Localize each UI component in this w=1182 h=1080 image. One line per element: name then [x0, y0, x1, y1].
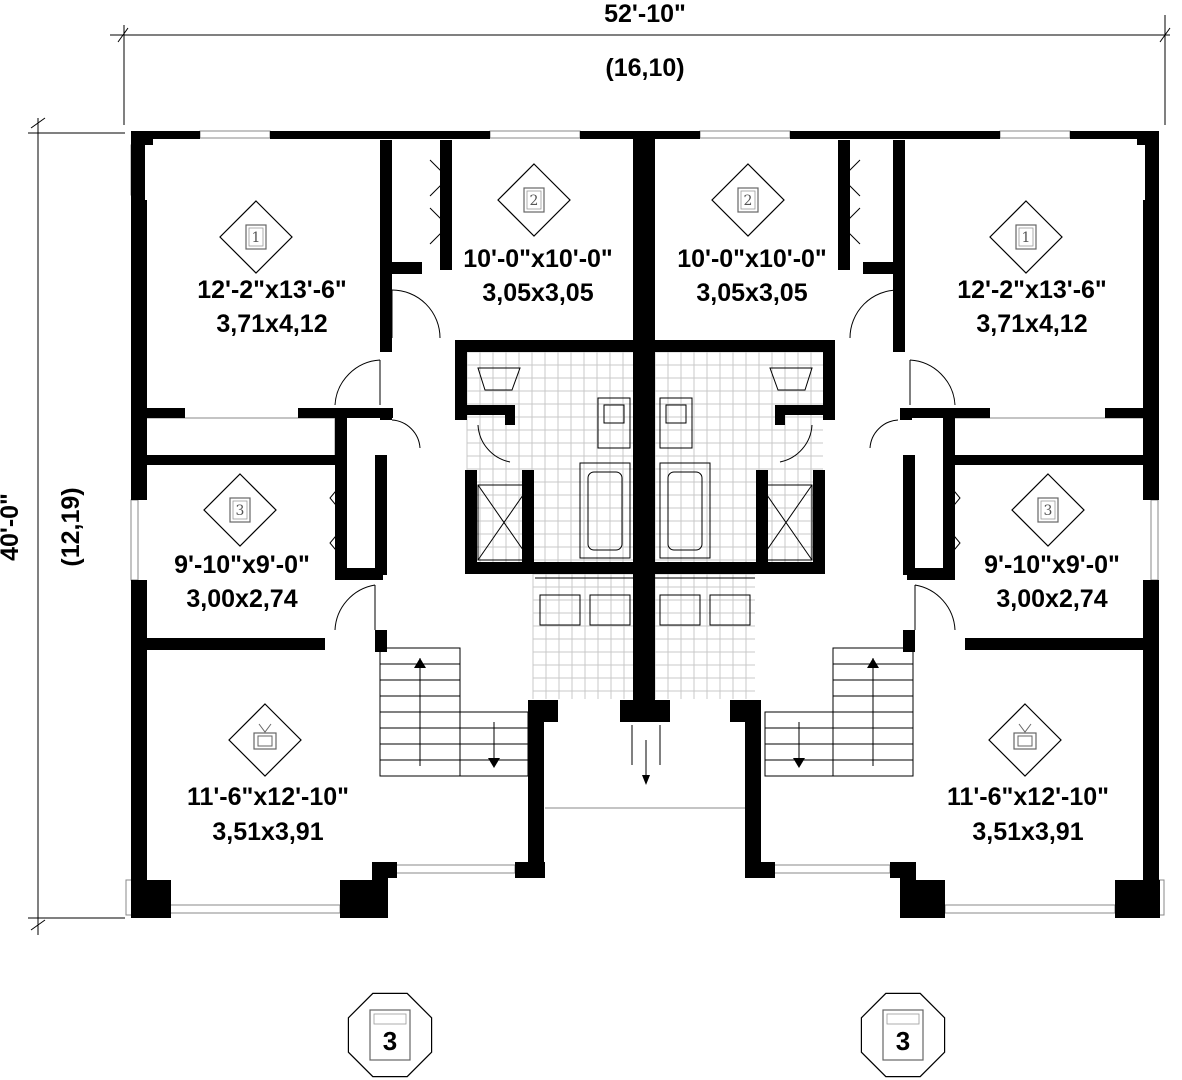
- tile-grid: [466, 351, 633, 562]
- walls: [131, 131, 1160, 918]
- stair-flight: [379, 647, 461, 777]
- overall-width-metric: (16,10): [605, 54, 684, 82]
- bathroom-tiles: [466, 351, 823, 699]
- room-labels: 1 12'-2"x13'-6" 3,71x4,12 2 10'-0"x10'-0" 3,0…: [174, 163, 1120, 846]
- bed-icon: [369, 1009, 411, 1061]
- room-dim-imperial: 10'-0"x10'-0": [463, 245, 613, 273]
- room-badge: [711, 163, 785, 237]
- tile-grid: [654, 351, 823, 562]
- doors: [329, 159, 961, 631]
- octagon-badge: [347, 992, 433, 1078]
- room-dim-metric: 3,05x3,05: [696, 279, 807, 307]
- octagon-badge: [860, 992, 946, 1078]
- dimension-left: 40'-0" (12,19): [0, 117, 125, 935]
- room-dim-imperial: 10'-0"x10'-0": [677, 245, 827, 273]
- dimension-top: 52'-10" (16,10): [110, 0, 1171, 125]
- room-dim-imperial: 11'-6"x12'-10": [187, 783, 349, 811]
- room-family-right: 11'-6"x12'-10" 3,51x3,91: [947, 703, 1109, 846]
- room-dim-imperial: 9'-10"x9'-0": [174, 551, 310, 579]
- room-badge: [497, 163, 571, 237]
- overall-width-imperial: 52'-10": [604, 0, 686, 28]
- tile-grid: [532, 573, 633, 699]
- room-dim-metric: 3,00x2,74: [996, 585, 1107, 613]
- front-entry: [545, 725, 745, 809]
- room-badge: [1011, 473, 1085, 547]
- room-number: 3: [1044, 503, 1053, 519]
- stair-flight: [832, 647, 914, 777]
- room-badge: [219, 200, 293, 274]
- room-dim-metric: 3,00x2,74: [186, 585, 297, 613]
- room-bed2-right: 2 10'-0"x10'-0" 3,05x3,05: [677, 163, 827, 307]
- room-badge: [989, 200, 1063, 274]
- overall-depth-metric: (12,19): [57, 487, 85, 566]
- bath-fixtures: [477, 367, 813, 626]
- bedroom-icon: [523, 187, 545, 213]
- bedroom-icon: [1015, 224, 1037, 250]
- room-family-left: 11'-6"x12'-10" 3,51x3,91: [187, 703, 349, 846]
- bedroom-icon: [229, 497, 251, 523]
- bedroom-count: 3: [896, 1026, 910, 1056]
- room-badge: [203, 473, 277, 547]
- room-bed3-right: 3 9'-10"x9'-0" 3,00x2,74: [984, 473, 1120, 613]
- room-dim-metric: 3,71x4,12: [976, 310, 1087, 338]
- tv-icon: [1013, 723, 1037, 750]
- room-bed1-left: 1 12'-2"x13'-6" 3,71x4,12: [197, 200, 347, 338]
- room-badge: [228, 703, 302, 777]
- room-number: 1: [1022, 230, 1031, 246]
- room-number: 3: [236, 503, 245, 519]
- room-number: 2: [744, 193, 753, 209]
- tile-grid: [654, 573, 755, 699]
- tv-icon: [253, 723, 277, 750]
- room-dim-imperial: 11'-6"x12'-10": [947, 783, 1109, 811]
- bedroom-count-right: 3: [860, 992, 946, 1078]
- bedroom-icon: [245, 224, 267, 250]
- room-number: 2: [530, 193, 539, 209]
- room-dim-metric: 3,51x3,91: [212, 818, 323, 846]
- bedroom-count-left: 3: [347, 992, 433, 1078]
- stair-flight: [764, 711, 834, 777]
- stairs: [379, 647, 914, 777]
- room-number: 1: [252, 230, 261, 246]
- bedroom-icon: [737, 187, 759, 213]
- room-dim-imperial: 12'-2"x13'-6": [957, 276, 1107, 304]
- room-bed1-right: 1 12'-2"x13'-6" 3,71x4,12: [957, 200, 1107, 338]
- room-bed2-left: 2 10'-0"x10'-0" 3,05x3,05: [463, 163, 613, 307]
- room-dim-imperial: 9'-10"x9'-0": [984, 551, 1120, 579]
- bed-icon: [882, 1009, 924, 1061]
- room-bed3-left: 3 9'-10"x9'-0" 3,00x2,74: [174, 473, 310, 613]
- bedroom-count: 3: [383, 1026, 397, 1056]
- room-dim-metric: 3,05x3,05: [482, 279, 593, 307]
- room-dim-imperial: 12'-2"x13'-6": [197, 276, 347, 304]
- room-dim-metric: 3,51x3,91: [972, 818, 1083, 846]
- room-badge: [988, 703, 1062, 777]
- bedroom-icon: [1037, 497, 1059, 523]
- room-dim-metric: 3,71x4,12: [216, 310, 327, 338]
- overall-depth-imperial: 40'-0": [0, 493, 24, 561]
- stair-flight: [459, 711, 529, 777]
